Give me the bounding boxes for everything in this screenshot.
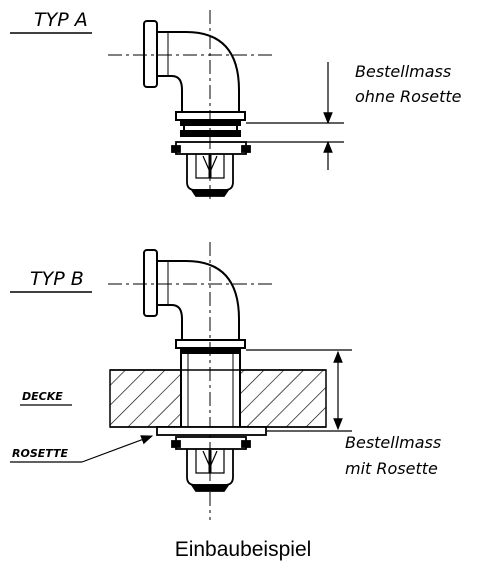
typ-a-assembly: TYP A [10, 9, 462, 200]
rosette-leader-arrow [81, 435, 154, 463]
typ-b-dimension [246, 349, 352, 432]
typ-a-elbow [143, 20, 240, 112]
typ-a-sprinkler-head [171, 141, 251, 197]
ceiling-slab [109, 369, 327, 428]
rosette-plate [156, 426, 267, 436]
typ-b-pipe [180, 353, 241, 427]
decke-label: DECKE [22, 390, 63, 403]
typ-a-connector [175, 111, 246, 137]
typ-b-sprinkler-head [171, 436, 251, 492]
typ-b-dim-label-2: mit Rosette [345, 459, 438, 478]
typ-b-elbow [143, 249, 240, 340]
rosette-label: ROSETTE [12, 447, 69, 460]
typ-a-dim-label-2: ohne Rosette [355, 87, 462, 106]
typ-a-dim-label-1: Bestellmass [355, 62, 451, 81]
typ-b-dim-label-1: Bestellmass [345, 433, 441, 452]
diagram-caption: Einbaubeispiel [175, 538, 312, 561]
typ-b-title: TYP B [30, 268, 84, 290]
typ-a-dimension [246, 62, 344, 170]
typ-b-connector [175, 339, 246, 354]
typ-a-title: TYP A [34, 9, 88, 31]
typ-b-assembly: TYP B [10, 242, 441, 520]
